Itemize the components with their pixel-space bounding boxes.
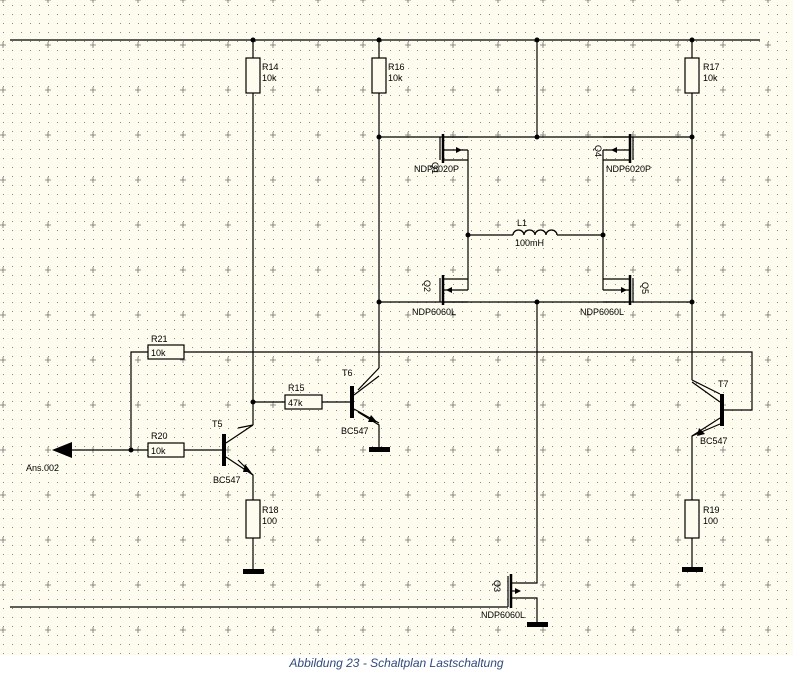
- wire-t6-emitter: [357, 411, 380, 448]
- wire-t5-collector: [237, 424, 254, 429]
- t6-ref: T6: [342, 368, 353, 378]
- l1-ref: L1: [517, 218, 527, 228]
- r15-value: 47k: [288, 398, 303, 408]
- wire-q3-source: [520, 597, 538, 623]
- t5-type: BC547: [213, 475, 241, 485]
- r16-ref: R16: [388, 62, 405, 72]
- wire-r21-right: [184, 351, 753, 411]
- mosfet-q1: [439, 134, 468, 163]
- q2-type: NDP6060L: [412, 307, 456, 317]
- r14-ref: R14: [262, 62, 279, 72]
- r20-ref: R20: [151, 431, 168, 441]
- r16-value: 10k: [388, 73, 403, 83]
- ground-r18: [243, 569, 264, 574]
- schematic-sheet: R14 10k R16 10k R17 10k R15 47k R20 10k …: [0, 0, 793, 655]
- connector-arrow-icon: [52, 442, 72, 458]
- mosfet-q3: [505, 574, 521, 608]
- ground-r19: [682, 567, 703, 572]
- r15-ref: R15: [288, 383, 305, 393]
- resistor-r16: [371, 57, 387, 94]
- resistor-r21: [147, 344, 185, 360]
- resistor-r20: [147, 442, 185, 458]
- r19-value: 100: [703, 516, 718, 526]
- connector-label: Ans.002: [26, 463, 59, 473]
- mosfet-q2: [439, 275, 468, 305]
- mosfet-q5: [603, 275, 634, 305]
- resistors: [147, 57, 700, 539]
- resistor-r17: [684, 57, 700, 94]
- ground-symbols: [243, 447, 703, 627]
- q3-type: NDP6060L: [481, 610, 525, 620]
- r20-value: 10k: [151, 446, 166, 456]
- r21-ref: R21: [151, 334, 168, 344]
- transistor-t7: [691, 381, 724, 437]
- inductor-l1: [512, 229, 558, 236]
- r17-ref: R17: [703, 62, 720, 72]
- mosfet-q4: [603, 134, 634, 163]
- q4-type: NDP6020P: [606, 164, 651, 174]
- t6-type: BC547: [341, 426, 369, 436]
- resistor-r15: [284, 394, 323, 410]
- resistor-r14: [245, 57, 261, 94]
- q4-ref: Q4: [593, 145, 603, 157]
- t7-type: BC547: [700, 436, 728, 446]
- wire-t6-collector: [357, 367, 380, 391]
- component-labels: R14 10k R16 10k R17 10k R15 47k R20 10k …: [26, 62, 729, 620]
- r18-ref: R18: [262, 505, 279, 515]
- q5-type: NDP6060L: [580, 307, 624, 317]
- wire-r21-left: [130, 351, 148, 450]
- grid-crosses: [0, 0, 793, 655]
- wire-q3-drain: [520, 302, 538, 584]
- r14-value: 10k: [262, 73, 277, 83]
- transistor-t6: [350, 375, 380, 424]
- r18-value: 100: [262, 516, 277, 526]
- r19-ref: R19: [703, 505, 720, 515]
- t7-ref: T7: [718, 379, 729, 389]
- resistor-r18: [245, 499, 261, 539]
- transistor-t5: [222, 424, 254, 476]
- q1-type: NDP6020P: [414, 164, 459, 174]
- q1-ref: Q1: [430, 162, 440, 174]
- q5-ref: Q5: [640, 282, 650, 294]
- q3-ref: Q3: [492, 580, 502, 592]
- ground-q3: [527, 622, 548, 627]
- t5-ref: T5: [212, 419, 223, 429]
- resistor-r19: [684, 499, 700, 539]
- ground-t6: [369, 447, 390, 452]
- wire-t7-collector: [691, 379, 721, 395]
- junctions: [128, 37, 695, 453]
- q2-ref: Q2: [422, 280, 432, 292]
- figure-caption: Abbildung 23 - Schaltplan Lastschaltung: [289, 656, 504, 670]
- r17-value: 10k: [703, 73, 718, 83]
- r21-value: 10k: [151, 348, 166, 358]
- wires: [10, 39, 760, 623]
- l1-value: 100mH: [515, 238, 544, 248]
